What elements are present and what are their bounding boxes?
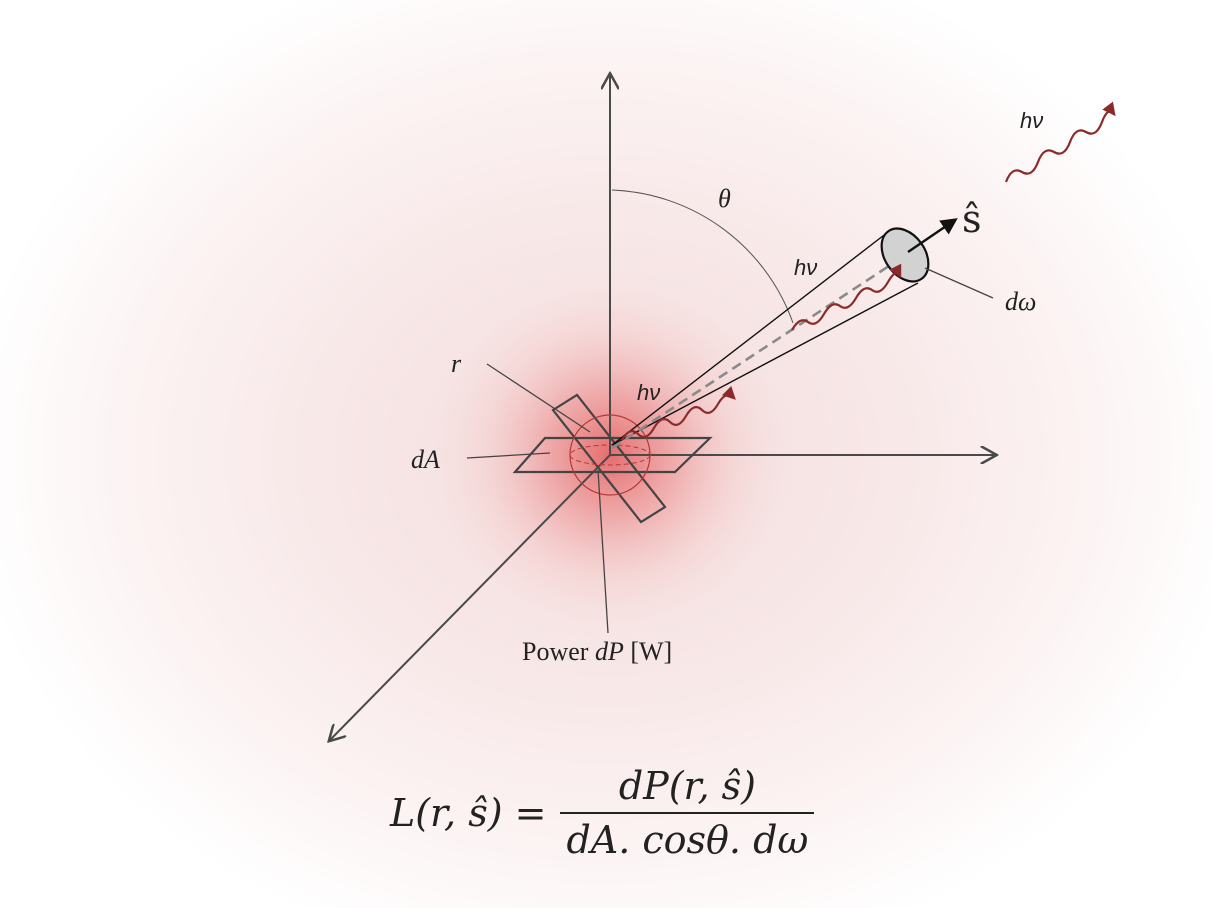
radiance-formula: L(r, ŝ) = dP(r, ŝ) dA. cosθ. dω <box>390 758 830 868</box>
power-unit: [W] <box>624 637 672 666</box>
theta-arc <box>611 189 794 324</box>
area-element-plane <box>512 436 713 474</box>
dA-leader <box>466 452 551 459</box>
dA-label: dA <box>411 445 440 474</box>
power-prefix: Power <box>522 637 595 666</box>
formula-denominator: dA. cosθ. dω <box>566 818 809 862</box>
photon-wave-outgoing <box>1004 101 1116 183</box>
power-leader <box>597 469 609 634</box>
direction-line <box>611 260 896 450</box>
fraction-bar <box>560 812 815 814</box>
r-leader <box>486 363 591 433</box>
solid-angle-disc <box>880 227 930 283</box>
power-variable: dP <box>595 637 624 666</box>
power-label: Power dP [W] <box>522 637 672 666</box>
formula-lhs: L(r, ŝ) = <box>390 791 547 835</box>
theta-label: θ <box>718 184 731 213</box>
hv-label-cone: hν <box>794 255 817 280</box>
photon-wave-cone <box>791 263 902 331</box>
s-hat-arrow <box>907 218 958 253</box>
tilted-plane <box>551 393 667 524</box>
sphere-equator <box>569 444 651 466</box>
d-omega-label: dω <box>1005 287 1036 316</box>
s-hat-label: ŝ <box>962 197 982 241</box>
cone-edge-lower <box>611 282 919 446</box>
hv-label-outgoing: hν <box>1020 108 1043 133</box>
y-axis <box>330 454 611 740</box>
cone-edge-upper <box>611 231 889 446</box>
r-label: r <box>451 349 462 378</box>
hv-label-source: hν <box>637 380 660 405</box>
formula-numerator: dP(r, ŝ) <box>618 764 757 808</box>
photon-wave-inner <box>621 385 736 441</box>
formula-fraction: dP(r, ŝ) dA. cosθ. dω <box>560 764 815 862</box>
d-omega-leader <box>924 267 994 299</box>
